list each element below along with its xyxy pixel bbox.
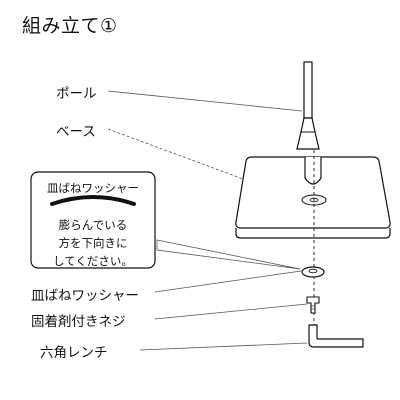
callout-line: 膨らんでいる (58, 218, 128, 232)
callout-body: 膨らんでいる 方を下向きに してください。 (31, 216, 155, 270)
callout-pointer (156, 239, 301, 270)
label-base: ベース (56, 124, 96, 140)
base-slot (304, 157, 322, 185)
callout-box (30, 171, 156, 269)
hex-wrench-part (308, 324, 364, 348)
leader-line-bolt (154, 303, 308, 320)
label-wrench: 六角レンチ (40, 345, 108, 361)
label-bolt: 固着剤付きネジ (31, 314, 126, 330)
callout-line: 方を下向きに (58, 236, 128, 250)
leader-line-washer (154, 270, 302, 293)
leader-line-wrench (139, 342, 308, 351)
callout-line: してください。 (53, 254, 133, 268)
callout-title: 皿ばねワッシャー (47, 181, 139, 195)
pole-collar (296, 117, 320, 150)
bolt-part (306, 296, 320, 314)
page-title: 組み立て① (22, 15, 118, 37)
label-washer: 皿ばねワッシャー (31, 288, 139, 304)
washer-hole (308, 268, 318, 274)
label-pole: ポール (56, 86, 97, 102)
base-plate-edge (235, 228, 391, 239)
pole-shaft (303, 61, 313, 119)
base-plate-top (235, 156, 391, 229)
leader-line-base (107, 128, 263, 187)
washer-arc-icon (50, 195, 136, 206)
leader-line-pole (107, 90, 303, 112)
